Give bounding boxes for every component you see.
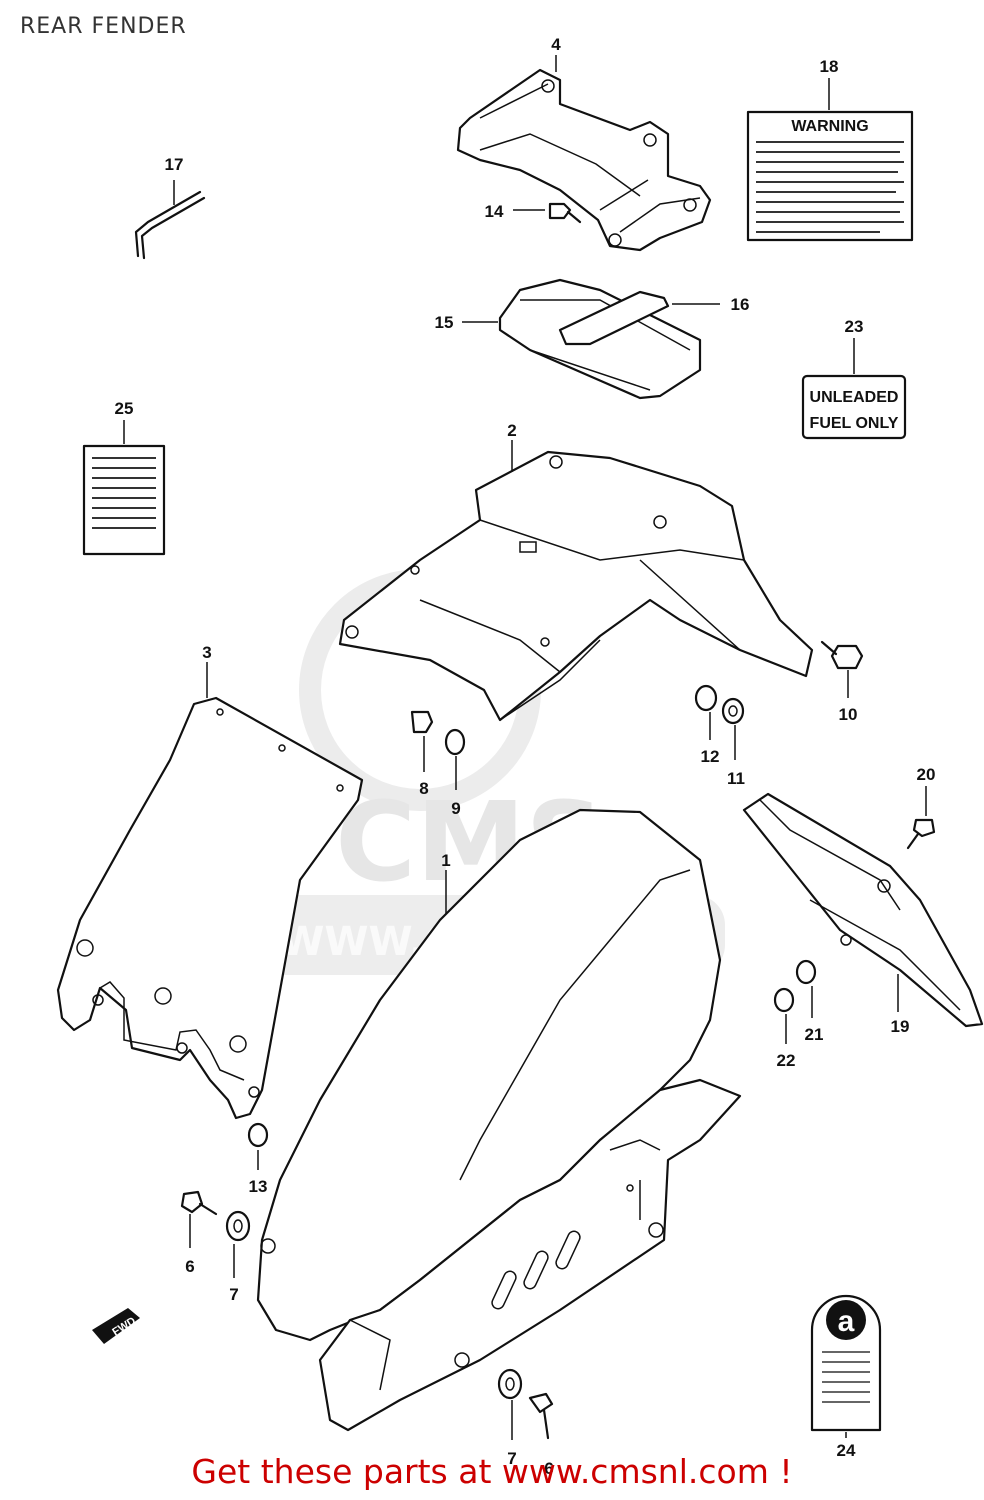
part-8-screw[interactable] [410, 710, 434, 772]
part-number-20: 20 [917, 765, 936, 784]
part-number-25: 25 [115, 399, 134, 418]
part-23-unleaded-label[interactable]: UNLEADED FUEL ONLY [801, 338, 907, 440]
page-title: REAR FENDER [20, 14, 187, 39]
unleaded-line2: FUEL ONLY [810, 415, 899, 432]
part-number-6-bottom: 6 [544, 1459, 553, 1478]
part-number-9: 9 [451, 799, 460, 818]
part-2-upper-fender[interactable] [338, 440, 814, 722]
part-number-7-bottom: 7 [507, 1449, 516, 1468]
part-6-screw-left[interactable] [180, 1190, 218, 1248]
part-number-19: 19 [891, 1017, 910, 1036]
part-9-nut[interactable] [444, 728, 466, 790]
sticker-glyph: a [838, 1305, 855, 1338]
part-number-8: 8 [419, 779, 428, 798]
part-number-7-left: 7 [229, 1285, 238, 1304]
part-number-23: 23 [845, 317, 864, 336]
part-number-18: 18 [820, 57, 839, 76]
part-19-license-bracket[interactable] [742, 792, 984, 1028]
part-12-washer[interactable] [694, 684, 718, 740]
part-7-washer-left[interactable] [225, 1210, 251, 1278]
part-11-nut[interactable] [721, 697, 745, 760]
part-number-11: 11 [727, 769, 745, 788]
part-number-labels: 1 2 3 4 6 6 7 7 8 9 10 11 12 13 14 15 16… [115, 35, 936, 1478]
part-25-info-label[interactable] [82, 420, 166, 556]
part-17-hex-key[interactable] [134, 180, 206, 260]
part-number-2: 2 [507, 421, 516, 440]
part-number-4: 4 [551, 35, 561, 54]
warning-heading: WARNING [791, 118, 868, 135]
part-1-rear-fender[interactable] [256, 808, 742, 1432]
part-18-warning-label[interactable]: WARNING [746, 78, 914, 242]
part-number-6-left: 6 [185, 1257, 194, 1276]
part-number-1: 1 [441, 851, 450, 870]
part-number-14: 14 [485, 202, 504, 221]
part-14-bolt[interactable] [513, 202, 582, 224]
front-direction-arrow: FWD [92, 1308, 140, 1344]
part-number-24: 24 [837, 1441, 856, 1460]
unleaded-line1: UNLEADED [810, 389, 899, 406]
part-13-nut[interactable] [247, 1122, 269, 1170]
part-number-10: 10 [839, 705, 858, 724]
part-number-12: 12 [701, 747, 720, 766]
part-16-strap[interactable] [558, 290, 720, 346]
part-22-nut[interactable] [773, 987, 795, 1044]
footer-link[interactable]: Get these parts at www.cmsnl.com ! [191, 1452, 793, 1491]
part-6-screw-bottom[interactable] [528, 1392, 554, 1440]
part-number-15: 15 [435, 313, 454, 332]
part-3-mud-flap[interactable] [56, 662, 364, 1120]
part-24-sticker[interactable]: a [810, 1294, 882, 1438]
part-10-bolt[interactable] [820, 640, 864, 698]
part-number-3: 3 [202, 643, 211, 662]
part-number-22: 22 [777, 1051, 796, 1070]
part-number-21: 21 [805, 1025, 824, 1044]
part-20-screw[interactable] [906, 786, 936, 850]
part-4-seat-bracket[interactable] [456, 55, 712, 252]
part-number-17: 17 [165, 155, 184, 174]
part-number-13: 13 [249, 1177, 268, 1196]
part-7-washer-bottom[interactable] [497, 1368, 523, 1440]
part-number-16: 16 [731, 295, 750, 314]
part-21-washer[interactable] [795, 959, 817, 1018]
